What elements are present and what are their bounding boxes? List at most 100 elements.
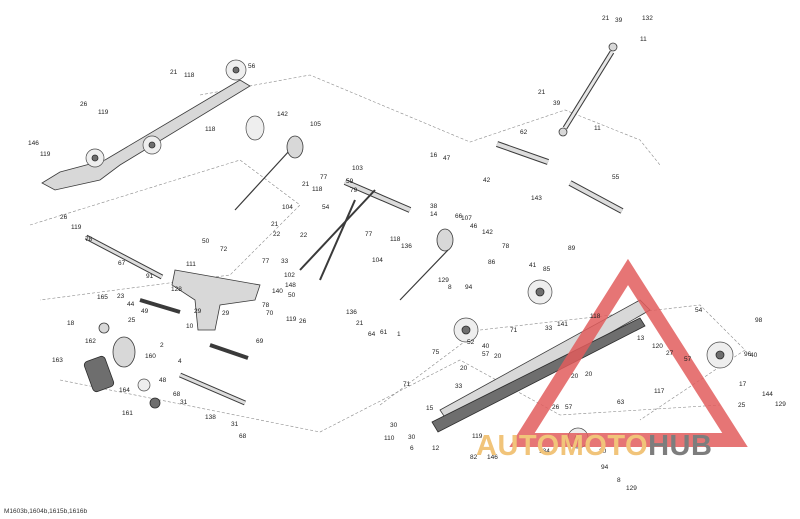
rear-arm-bracket: [171, 269, 261, 331]
callout-22: 22: [300, 232, 308, 239]
callout-17: 17: [739, 381, 747, 388]
drawing-code: M1603b,1604b,1615b,1616b: [4, 508, 88, 515]
callout-25: 25: [738, 402, 746, 409]
callout-67: 67: [118, 260, 126, 267]
callout-10: 10: [186, 323, 194, 330]
callout-62: 62: [520, 129, 528, 136]
callout-77: 77: [262, 258, 270, 265]
callout-142: 142: [482, 229, 493, 236]
callout-98: 98: [755, 317, 763, 324]
callout-129: 129: [626, 485, 637, 492]
callout-30: 30: [390, 422, 398, 429]
callout-61: 61: [380, 329, 388, 336]
idler-wheels-center: [453, 279, 553, 343]
spring-coil-right: [436, 228, 454, 252]
cross-shaft-62-fill: [496, 142, 549, 164]
callout-129: 129: [438, 277, 449, 284]
callout-78: 78: [262, 302, 270, 309]
callout-136: 136: [401, 243, 412, 250]
assembly-outline-left: [29, 159, 301, 301]
callout-50: 50: [288, 292, 296, 299]
shock-body-lower: [83, 355, 115, 393]
callout-161: 161: [122, 410, 133, 417]
callout-26: 26: [299, 318, 307, 325]
front-arm-assembly: [299, 179, 412, 281]
callout-33: 33: [281, 258, 289, 265]
callout-20: 20: [571, 373, 579, 380]
callout-33: 33: [455, 383, 463, 390]
callout-39: 39: [615, 17, 623, 24]
callout-118: 118: [184, 72, 195, 79]
callout-146: 146: [487, 454, 498, 461]
callout-89: 89: [568, 245, 576, 252]
shock-lower-eye: [558, 127, 568, 137]
callout-163: 163: [52, 357, 63, 364]
assembly-outline-rail-box: [379, 304, 746, 421]
callout-85: 85: [543, 266, 551, 273]
callout-118: 118: [312, 186, 323, 193]
rear-shock-absorber: [558, 42, 618, 137]
callout-119: 119: [71, 224, 82, 231]
callout-120: 120: [652, 343, 663, 350]
callout-110: 110: [384, 435, 395, 442]
callout-40: 40: [750, 352, 758, 359]
callout-41: 41: [529, 262, 537, 269]
callout-6: 6: [410, 445, 414, 452]
callout-13: 13: [637, 335, 645, 342]
callout-63: 63: [617, 399, 625, 406]
shaft-69: [209, 343, 249, 360]
callout-160: 160: [145, 353, 156, 360]
spring-arm-left: [234, 149, 291, 211]
callout-164: 164: [119, 387, 130, 394]
callout-12: 12: [432, 445, 440, 452]
callout-49: 49: [141, 308, 149, 315]
callout-47: 47: [443, 155, 451, 162]
assembly-outline-lower: [59, 359, 721, 433]
spring-coil-left: [286, 135, 304, 159]
front-arm-link-b: [319, 199, 356, 281]
callout-1: 1: [397, 331, 401, 338]
callout-15: 15: [426, 405, 434, 412]
callout-40: 40: [482, 343, 490, 350]
callout-94: 94: [465, 284, 473, 291]
rail-beam-upper: [41, 79, 251, 191]
assembly-outline-upper: [199, 74, 661, 166]
callout-64: 64: [368, 331, 376, 338]
callout-20: 20: [585, 371, 593, 378]
watermark-triangle: [509, 258, 748, 447]
callout-138: 138: [205, 414, 216, 421]
idler-wheel-rear-hub: [91, 154, 99, 162]
callout-68: 68: [173, 391, 181, 398]
callout-54: 54: [322, 204, 330, 211]
callout-57: 57: [684, 356, 692, 363]
shaft-67-fill: [85, 235, 163, 279]
callout-39: 39: [553, 100, 561, 107]
callout-2: 2: [160, 342, 164, 349]
callout-102: 102: [284, 272, 295, 279]
callout-31: 31: [231, 421, 239, 428]
callout-69: 69: [256, 338, 264, 345]
callout-59: 59: [346, 178, 354, 185]
callout-104: 104: [282, 204, 293, 211]
callout-119: 119: [286, 316, 297, 323]
rear-idler-wheel-98-hub: [715, 350, 725, 360]
callout-71: 71: [403, 381, 411, 388]
callout-20: 20: [599, 448, 607, 455]
callout-46: 46: [470, 223, 478, 230]
callout-33: 33: [545, 325, 553, 332]
callout-71: 71: [510, 327, 518, 334]
callout-148: 148: [285, 282, 296, 289]
callout-48: 48: [159, 377, 167, 384]
callout-129: 129: [775, 401, 786, 408]
callout-77: 77: [365, 231, 373, 238]
callout-78: 78: [85, 236, 93, 243]
shaft-128: [139, 298, 181, 314]
callout-119: 119: [98, 109, 109, 116]
callout-4: 4: [178, 358, 182, 365]
callout-94: 94: [601, 464, 609, 471]
callout-29: 29: [194, 308, 202, 315]
callout-117: 117: [654, 388, 665, 395]
cross-shaft-55-fill: [569, 181, 623, 213]
callout-21: 21: [538, 89, 546, 96]
